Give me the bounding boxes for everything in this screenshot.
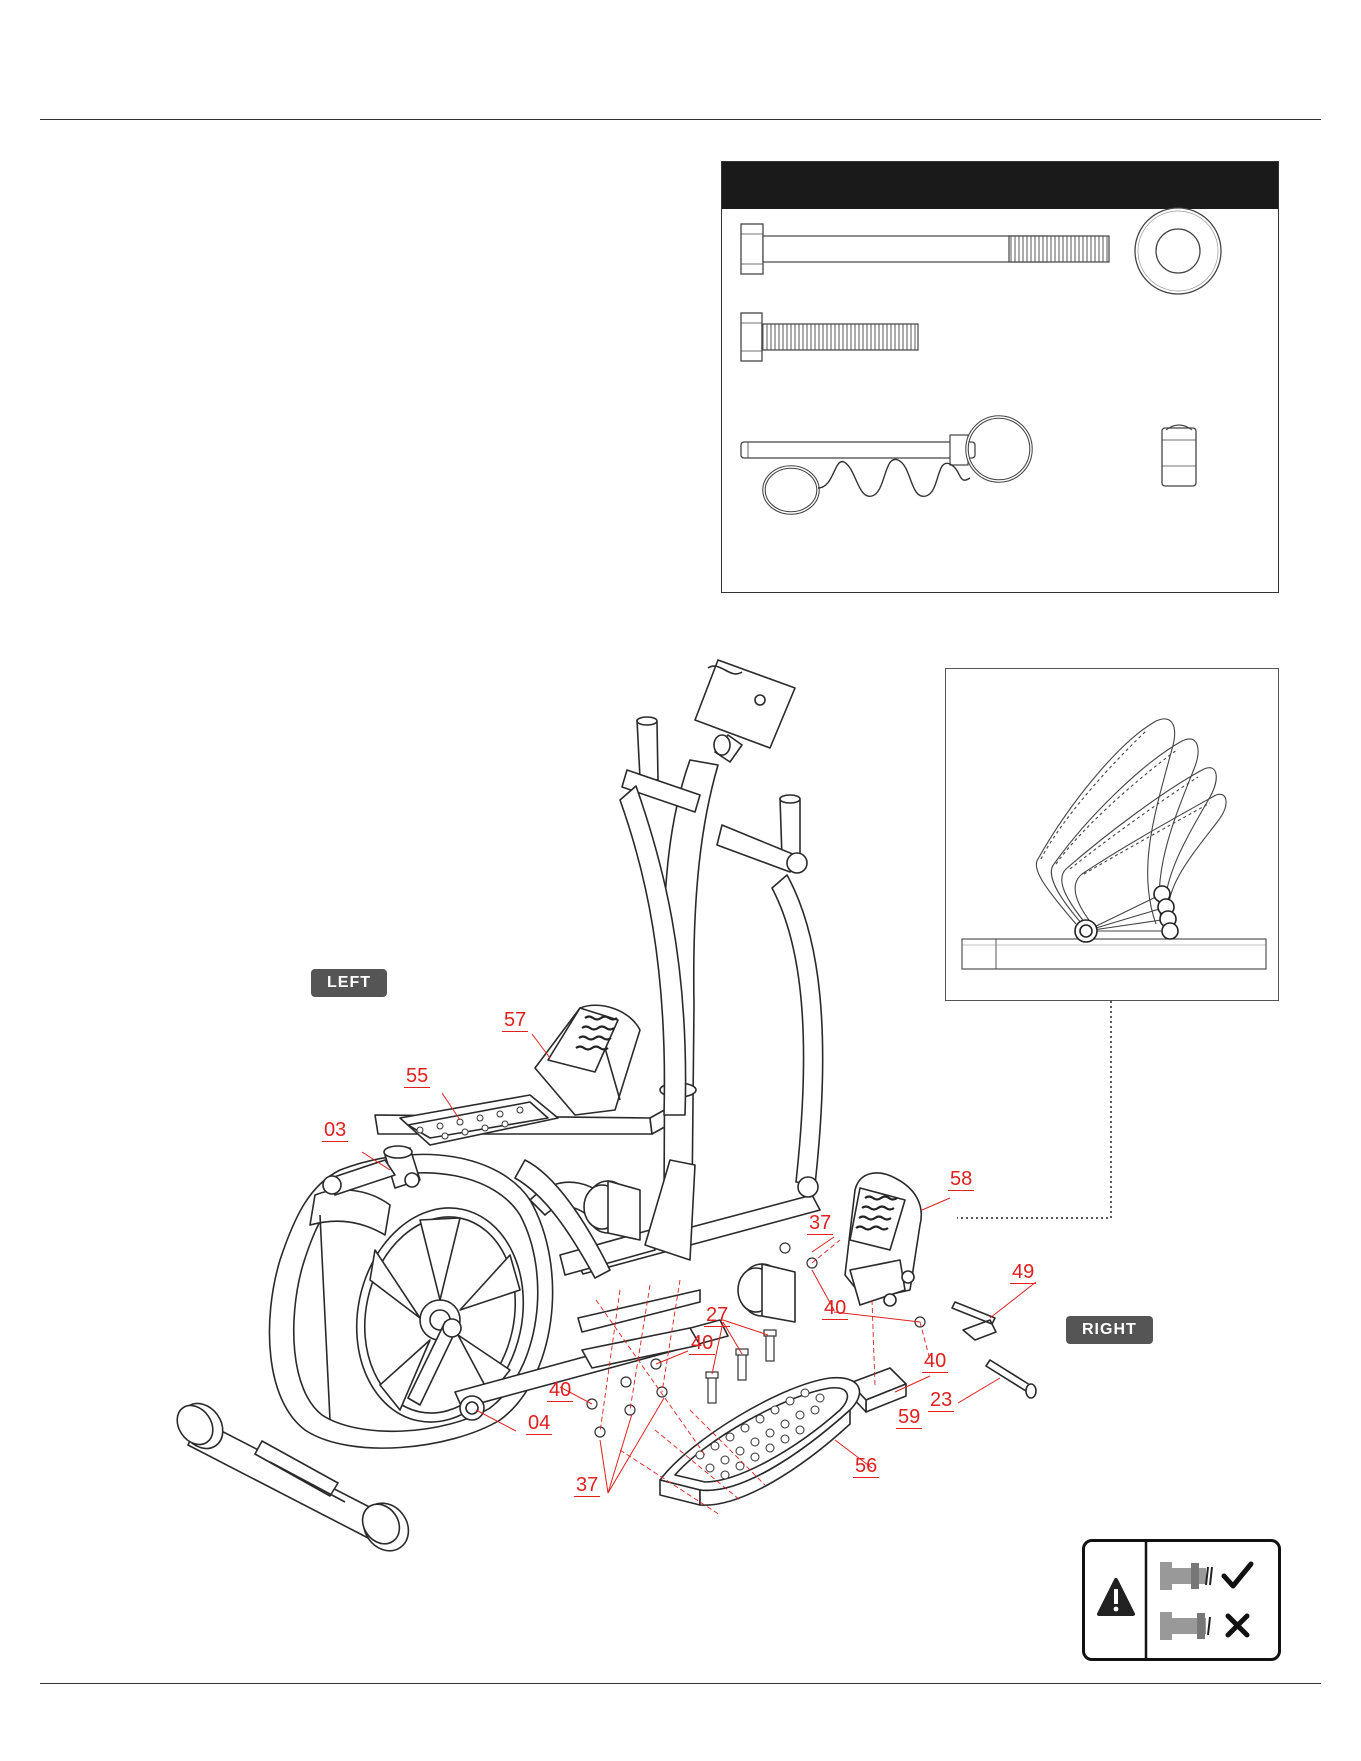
exploded-assembly-drawing	[0, 640, 1361, 1560]
warning-content	[1085, 1542, 1278, 1658]
part-label-40-d: 40	[547, 1380, 573, 1402]
part-label-57: 57	[502, 1010, 528, 1032]
part-label-27: 27	[704, 1305, 730, 1327]
pedal-58	[845, 1173, 921, 1306]
part-label-37-lower: 37	[574, 1475, 600, 1497]
part-label-59: 59	[896, 1407, 922, 1429]
right-side-badge: RIGHT	[1066, 1316, 1153, 1344]
tightening-warning	[1082, 1539, 1281, 1661]
part-label-55: 55	[404, 1066, 430, 1088]
flywheel-housing	[269, 1154, 552, 1448]
part-label-49: 49	[1010, 1262, 1036, 1284]
part-label-04: 04	[526, 1413, 552, 1435]
warning-triangle-icon	[1099, 1580, 1133, 1614]
incorrect-bolt-icon	[1160, 1612, 1210, 1640]
part-label-56: 56	[853, 1456, 879, 1478]
axle-49	[952, 1302, 996, 1340]
part-label-40-c: 40	[922, 1351, 948, 1373]
check-icon	[1224, 1564, 1251, 1586]
part-label-23: 23	[928, 1390, 954, 1412]
right-handlebar	[717, 795, 823, 1197]
bolt-23	[986, 1360, 1036, 1398]
foot-plate-56	[660, 1378, 860, 1506]
pedal-57	[535, 1005, 640, 1115]
left-side-badge: LEFT	[311, 969, 387, 997]
part-label-03: 03	[322, 1120, 348, 1142]
part-label-40-b: 40	[689, 1333, 715, 1355]
correct-bolt-icon	[1160, 1562, 1212, 1590]
part-label-37-upper: 37	[807, 1213, 833, 1235]
part-label-58: 58	[948, 1169, 974, 1191]
part-label-40-a: 40	[822, 1298, 848, 1320]
cross-icon	[1228, 1616, 1247, 1635]
